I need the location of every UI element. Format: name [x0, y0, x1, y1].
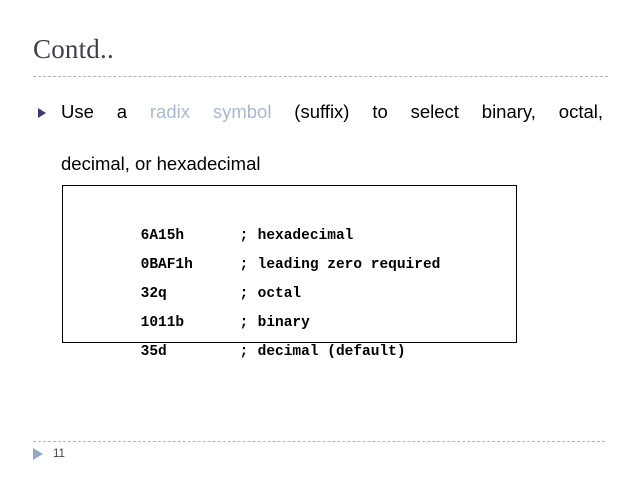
code-comment: binary — [257, 315, 310, 331]
code-comment: octal — [257, 286, 302, 302]
code-line: 32q; octal — [71, 251, 516, 302]
bullet-text-pre: Use a — [61, 101, 150, 122]
code-semicolon: ; — [239, 344, 249, 360]
page-number: 11 — [53, 448, 65, 460]
bullet-item: Use a radix symbol (suffix) to select bi… — [33, 99, 603, 177]
code-line: 1011b; binary — [71, 280, 516, 331]
code-value: 0BAF1h — [140, 257, 193, 273]
code-value: 1011b — [140, 315, 185, 331]
triangle-right-icon — [33, 448, 43, 460]
code-comment: decimal (default) — [257, 344, 406, 360]
bullet-line-1: Use a radix symbol (suffix) to select bi… — [61, 99, 603, 151]
code-line: 35d; decimal (default) — [71, 309, 516, 360]
page-title: Contd.. — [33, 34, 114, 64]
code-comment: hexadecimal — [257, 228, 354, 244]
code-semicolon: ; — [239, 228, 249, 244]
code-semicolon: ; — [239, 315, 249, 331]
triangle-right-icon — [38, 108, 46, 118]
bullet-line-2: decimal, or hexadecimal — [61, 153, 261, 174]
code-example-box: 6A15h; hexadecimal 0BAF1h; leading zero re… — [62, 185, 517, 360]
code-line-list: 6A15h; hexadecimal 0BAF1h; leading zero re… — [71, 193, 516, 360]
footer-divider — [33, 441, 605, 442]
bullet-accent-term: radix symbol — [149, 101, 272, 122]
header-divider — [33, 76, 608, 77]
code-value: 32q — [140, 286, 167, 302]
bullet-text-post: (suffix) to select binary, octal, — [271, 101, 604, 122]
code-line: 0BAF1h; leading zero required — [71, 222, 516, 273]
code-comment: leading zero required — [257, 257, 441, 273]
footer: 11 — [33, 448, 65, 460]
code-semicolon: ; — [239, 286, 249, 302]
code-value: 35d — [140, 344, 167, 360]
bullet-text: Use a radix symbol (suffix) to select bi… — [61, 99, 603, 177]
code-line: 6A15h; hexadecimal — [71, 193, 516, 244]
code-semicolon: ; — [239, 257, 249, 273]
code-value: 6A15h — [140, 228, 185, 244]
